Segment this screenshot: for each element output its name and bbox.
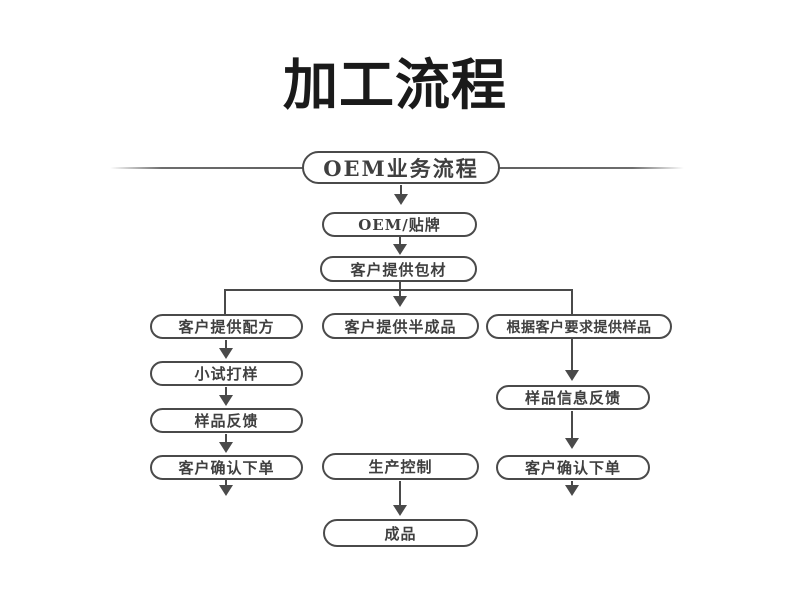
node-samples-per-customer-request: 根据客户要求提供样品 xyxy=(486,314,672,339)
node-label: 客户确认下单 xyxy=(524,459,621,477)
arrow-down-icon xyxy=(219,480,233,496)
node-production-control: 生产控制 xyxy=(322,453,479,480)
node-customer-provides-packaging: 客户提供包材 xyxy=(320,256,477,282)
node-label: 成品 xyxy=(384,524,417,543)
node-label: 客户确认下单 xyxy=(178,459,275,477)
node-label: 根据客户要求提供样品 xyxy=(506,319,652,336)
node-label: OEM业务流程 xyxy=(323,155,479,181)
arrow-down-icon xyxy=(565,339,579,381)
node-sample-info-feedback: 样品信息反馈 xyxy=(496,385,650,410)
node-small-trial-sampling: 小试打样 xyxy=(150,361,303,386)
node-sample-feedback: 样品反馈 xyxy=(150,408,303,433)
node-label: 小试打样 xyxy=(194,365,259,383)
connector-line xyxy=(571,289,573,315)
page-title: 加工流程 xyxy=(282,53,507,117)
node-label: 样品信息反馈 xyxy=(524,389,621,407)
connector-line xyxy=(224,289,226,315)
arrow-down-icon xyxy=(219,340,233,359)
arrow-down-icon xyxy=(393,481,407,516)
arrow-down-icon xyxy=(565,411,579,449)
connector-line xyxy=(224,289,573,291)
node-customer-confirms-order-right: 客户确认下单 xyxy=(496,455,650,480)
node-oem-private-label: OEM/贴牌 xyxy=(322,212,477,237)
node-label: 生产控制 xyxy=(368,458,433,476)
arrow-down-icon xyxy=(393,237,407,255)
arrow-down-icon xyxy=(219,387,233,406)
node-label: 客户提供包材 xyxy=(350,260,447,279)
node-oem-business-flow: OEM业务流程 xyxy=(302,151,500,184)
node-label: 样品反馈 xyxy=(194,412,259,430)
arrow-down-icon xyxy=(393,291,407,307)
node-label: OEM/贴牌 xyxy=(358,216,441,234)
node-label: 客户提供配方 xyxy=(178,318,275,336)
node-label: 客户提供半成品 xyxy=(344,317,457,336)
arrow-down-icon xyxy=(565,481,579,496)
node-finished-product: 成品 xyxy=(323,519,478,547)
node-customer-provides-formula: 客户提供配方 xyxy=(150,314,303,339)
arrow-down-icon xyxy=(219,434,233,453)
connector-line xyxy=(399,282,401,291)
node-customer-confirms-order-left: 客户确认下单 xyxy=(150,455,303,480)
node-customer-provides-semifinished: 客户提供半成品 xyxy=(322,313,479,339)
arrow-down-icon xyxy=(394,185,408,205)
